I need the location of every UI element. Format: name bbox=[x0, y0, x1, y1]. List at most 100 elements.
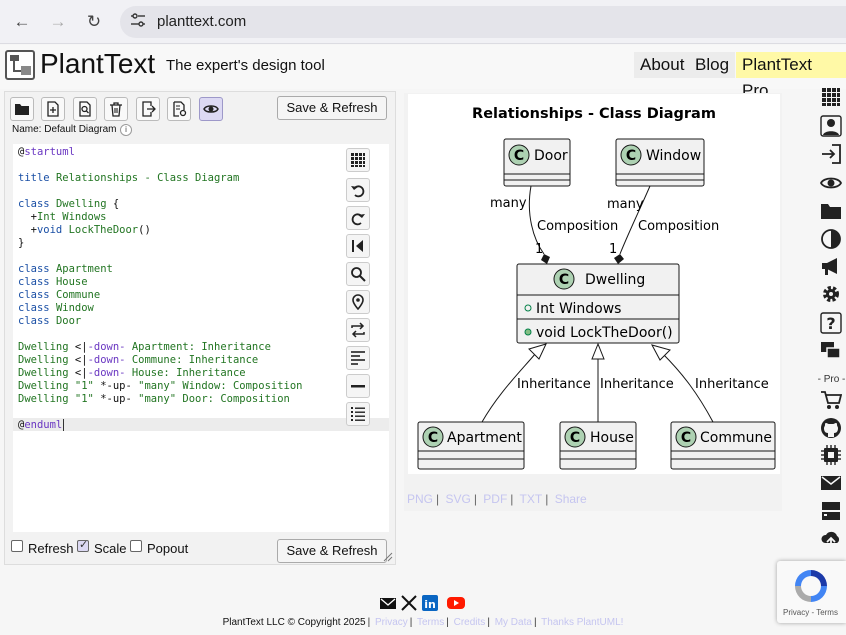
code-line[interactable]: class Apartment bbox=[18, 263, 113, 276]
new-file-button[interactable] bbox=[41, 97, 65, 121]
find-button[interactable] bbox=[346, 262, 370, 286]
export-svg-link[interactable]: SVG bbox=[445, 492, 471, 506]
code-token: enduml bbox=[24, 419, 63, 431]
code-token: "1" bbox=[74, 393, 101, 405]
planttext-logo-icon[interactable] bbox=[5, 50, 35, 80]
footer-link-credits[interactable]: Credits bbox=[453, 617, 486, 628]
search-file-button[interactable] bbox=[73, 97, 97, 121]
diagram-canvas[interactable]: .cls { fill:#f1f1f1; stroke:#181818; str… bbox=[408, 94, 780, 474]
scale-checkbox[interactable] bbox=[77, 538, 89, 552]
file-settings-button[interactable] bbox=[167, 97, 191, 121]
composition-diamond-door bbox=[541, 254, 550, 264]
linkedin-icon[interactable]: in bbox=[421, 594, 439, 612]
server-icon[interactable] bbox=[820, 500, 842, 522]
nav-link-about[interactable]: About bbox=[634, 52, 691, 78]
code-line[interactable]: Dwelling <|-down- Commune: Inheritance bbox=[18, 354, 258, 367]
grid-menu-button[interactable] bbox=[346, 148, 370, 172]
export-file-button[interactable] bbox=[136, 97, 160, 121]
site-settings-icon[interactable] bbox=[128, 12, 148, 32]
email-icon[interactable] bbox=[379, 594, 397, 612]
github-icon[interactable] bbox=[820, 417, 842, 439]
class-dwelling: C Dwelling Int Windows void LockTheDoor(… bbox=[516, 263, 680, 344]
forward-arrow-icon[interactable]: → bbox=[49, 12, 67, 31]
apps-grid-icon[interactable] bbox=[820, 86, 842, 108]
search-icon bbox=[351, 267, 366, 282]
code-line[interactable]: class Commune bbox=[18, 289, 100, 302]
divider-button[interactable] bbox=[346, 374, 370, 398]
code-token: Door bbox=[55, 315, 82, 327]
stereotype-apartment: C bbox=[428, 430, 438, 446]
info-icon[interactable]: i bbox=[120, 124, 132, 136]
export-txt-link[interactable]: TXT bbox=[519, 492, 543, 506]
code-line[interactable]: Dwelling <|-down- House: Inheritance bbox=[18, 367, 246, 380]
footer-link-privacy[interactable]: Privacy bbox=[374, 617, 408, 628]
recaptcha-badge[interactable]: Privacy - Terms bbox=[777, 561, 846, 623]
save-refresh-button-top[interactable]: Save & Refresh bbox=[277, 96, 387, 120]
chat-icon[interactable] bbox=[820, 340, 842, 362]
code-line[interactable]: +Int Windows bbox=[18, 211, 107, 224]
back-arrow-icon[interactable]: ← bbox=[13, 12, 31, 31]
x-twitter-icon[interactable] bbox=[400, 594, 418, 612]
code-line[interactable]: Dwelling "1" *-up- "many" Door: Composit… bbox=[18, 393, 290, 406]
code-token: Dwelling bbox=[55, 198, 107, 210]
share-link[interactable]: Share bbox=[554, 492, 587, 506]
url-text[interactable]: planttext.com bbox=[157, 13, 247, 30]
browser-toolbar: ← → ↻ planttext.com bbox=[0, 0, 846, 44]
site-title[interactable]: PlantText bbox=[40, 48, 156, 79]
resize-handle-icon[interactable] bbox=[383, 552, 393, 562]
open-folder-button[interactable] bbox=[10, 97, 34, 121]
contrast-icon[interactable] bbox=[820, 228, 842, 250]
code-line[interactable]: Dwelling <|-down- Apartment: Inheritance bbox=[18, 341, 271, 354]
cart-icon[interactable] bbox=[820, 389, 842, 411]
code-line[interactable]: } bbox=[18, 237, 24, 250]
code-line[interactable]: Dwelling "1" *-up- "many" Window: Compos… bbox=[18, 380, 303, 393]
popout-checkbox[interactable] bbox=[130, 540, 142, 552]
code-line[interactable]: class Window bbox=[18, 302, 94, 315]
help-icon[interactable]: ? bbox=[820, 312, 842, 334]
footer-link-my-data[interactable]: My Data bbox=[494, 617, 532, 628]
goto-line-button[interactable] bbox=[346, 290, 370, 314]
reload-icon[interactable]: ↻ bbox=[86, 12, 102, 31]
code-token: class bbox=[18, 315, 56, 327]
address-bar[interactable]: planttext.com bbox=[120, 6, 846, 38]
code-line[interactable]: @enduml bbox=[18, 419, 65, 432]
list-button[interactable] bbox=[346, 402, 370, 426]
nav-link-planttext-pro[interactable]: PlantText Pro bbox=[736, 52, 846, 100]
code-token: LockTheDoor bbox=[68, 224, 139, 236]
refresh-checkbox[interactable] bbox=[11, 540, 23, 552]
go-start-button[interactable] bbox=[346, 234, 370, 258]
preview-toggle-button[interactable] bbox=[199, 97, 223, 121]
save-refresh-button-bottom[interactable]: Save & Refresh bbox=[277, 539, 387, 563]
code-editor[interactable]: @startuml title Relationships - Class Dia… bbox=[13, 144, 389, 532]
chip-icon[interactable] bbox=[820, 444, 842, 466]
login-icon[interactable] bbox=[820, 143, 842, 165]
gear-icon[interactable] bbox=[820, 283, 842, 305]
redo-button[interactable] bbox=[346, 206, 370, 230]
folder-icon[interactable] bbox=[820, 200, 842, 222]
code-line[interactable]: class House bbox=[18, 276, 88, 289]
export-png-link[interactable]: PNG bbox=[407, 492, 434, 506]
user-icon[interactable] bbox=[820, 115, 842, 137]
undo-button[interactable] bbox=[346, 178, 370, 202]
replace-button[interactable] bbox=[346, 318, 370, 342]
eye-icon[interactable] bbox=[820, 172, 842, 194]
recaptcha-terms[interactable]: Privacy - Terms bbox=[783, 608, 838, 617]
youtube-icon[interactable] bbox=[447, 594, 465, 612]
delete-button[interactable] bbox=[104, 97, 128, 121]
code-line[interactable]: @startuml bbox=[18, 146, 75, 159]
code-line[interactable]: title Relationships - Class Diagram bbox=[18, 172, 239, 185]
footer-link-thanks-plantuml[interactable]: Thanks PlantUML! bbox=[541, 617, 624, 628]
export-pdf-link[interactable]: PDF bbox=[483, 492, 508, 506]
megaphone-icon[interactable] bbox=[820, 255, 842, 277]
cloud-upload-icon[interactable] bbox=[820, 528, 842, 550]
code-line[interactable]: class Door bbox=[18, 315, 81, 328]
footer-link-terms[interactable]: Terms bbox=[417, 617, 445, 628]
code-token: Apartment bbox=[55, 263, 113, 275]
mail-icon[interactable] bbox=[820, 472, 842, 494]
code-line[interactable]: +void LockTheDoor() bbox=[18, 224, 151, 237]
nav-link-blog[interactable]: Blog bbox=[689, 52, 736, 78]
format-button[interactable] bbox=[346, 346, 370, 370]
new-file-icon bbox=[47, 101, 59, 117]
code-line[interactable]: class Dwelling { bbox=[18, 198, 119, 211]
code-token: + bbox=[18, 224, 37, 236]
